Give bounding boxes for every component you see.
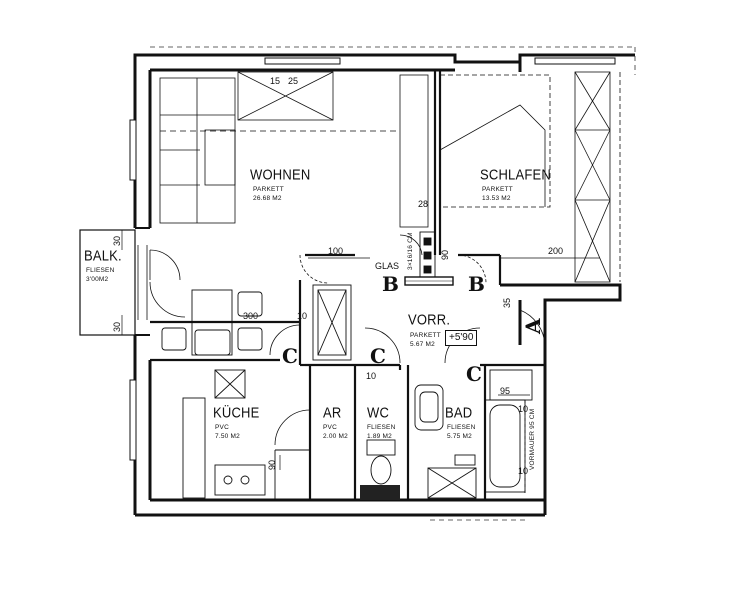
- dim-90-top: 90: [440, 249, 450, 260]
- windows: [129, 57, 616, 461]
- room-area-ar: 2.00 M2: [323, 433, 348, 440]
- room-floor-bad: FLIESEN: [447, 424, 476, 431]
- balcony-outline: [79, 227, 150, 336]
- dim-30-top: 30: [112, 235, 122, 246]
- room-name-schlafen: SCHLAFEN: [480, 165, 551, 184]
- marker-c-wc: C: [370, 344, 386, 368]
- room-area-wohnen: 26.68 M2: [253, 195, 282, 202]
- dim-90-kitchen: 90: [267, 459, 277, 470]
- room-floor-ar: PVC: [323, 424, 337, 431]
- dim-15: 15: [270, 76, 281, 86]
- room-floor-wohnen: PARKETT: [253, 186, 284, 193]
- room-area-wc: 1.89 M2: [367, 433, 392, 440]
- dim-200: 200: [548, 246, 564, 256]
- kitchen-fixtures: [182, 369, 310, 500]
- glas-label: GLAS: [375, 261, 400, 271]
- marker-b-left: B: [382, 272, 399, 296]
- room-area-vorraum: 5.67 M2: [410, 341, 435, 348]
- room-floor-kueche: PVC: [215, 424, 229, 431]
- room-floor-wc: FLIESEN: [367, 424, 396, 431]
- glass-partition: [404, 276, 454, 286]
- room-floor-schlafen: PARKETT: [482, 186, 513, 193]
- room-area-schlafen: 13.53 M2: [482, 195, 511, 202]
- room-name-wc: WC: [367, 403, 390, 422]
- room-name-balkon: BALK.: [84, 246, 122, 265]
- marker-c-bath: C: [466, 362, 482, 386]
- dining-furniture: [161, 289, 263, 356]
- dim-300: 300: [243, 311, 259, 321]
- dim-95: 95: [500, 386, 511, 396]
- room-floor-balkon: FLIESEN: [86, 267, 115, 274]
- dim-10-bath-bottom: 10: [518, 466, 529, 476]
- living-room-furniture: [159, 71, 429, 228]
- wc-fixtures: [360, 439, 400, 500]
- room-floor-vorraum: PARKETT: [410, 332, 441, 339]
- room-name-wohnen: WOHNEN: [250, 165, 311, 184]
- room-area-kueche: 7.50 M2: [215, 433, 240, 440]
- room-name-ar: AR: [323, 403, 342, 422]
- level-marker: +5'90: [445, 330, 478, 346]
- dim-28: 28: [418, 199, 429, 209]
- dim-100: 100: [328, 246, 344, 256]
- marker-c-kitchen: C: [282, 344, 298, 368]
- room-area-bad: 5.75 M2: [447, 433, 472, 440]
- dim-25: 25: [288, 76, 299, 86]
- room-name-kueche: KÜCHE: [213, 403, 260, 422]
- shaft-fixture: [312, 231, 436, 361]
- shaft-label: 3×16/16 CM: [407, 232, 414, 270]
- plot-boundary-lines: [150, 46, 636, 521]
- dimension-lines: [121, 230, 600, 470]
- marker-b-right: B: [468, 272, 485, 296]
- bedroom-furniture: [439, 71, 621, 283]
- vormauer-label: VORMAUER 95 CM: [529, 408, 536, 470]
- room-name-bad: BAD: [445, 403, 473, 422]
- marker-a-entrance: A: [521, 318, 545, 334]
- dim-30-bottom: 30: [112, 321, 122, 332]
- room-name-vorraum: VORR.: [408, 310, 451, 329]
- dim-10-wc: 10: [366, 371, 377, 381]
- dim-10-shaft: 10: [297, 311, 308, 321]
- dim-35: 35: [502, 297, 512, 308]
- bath-fixtures: [414, 369, 533, 499]
- dim-10-bath-top: 10: [518, 404, 529, 414]
- room-area-balkon: 3'00M2: [86, 276, 109, 283]
